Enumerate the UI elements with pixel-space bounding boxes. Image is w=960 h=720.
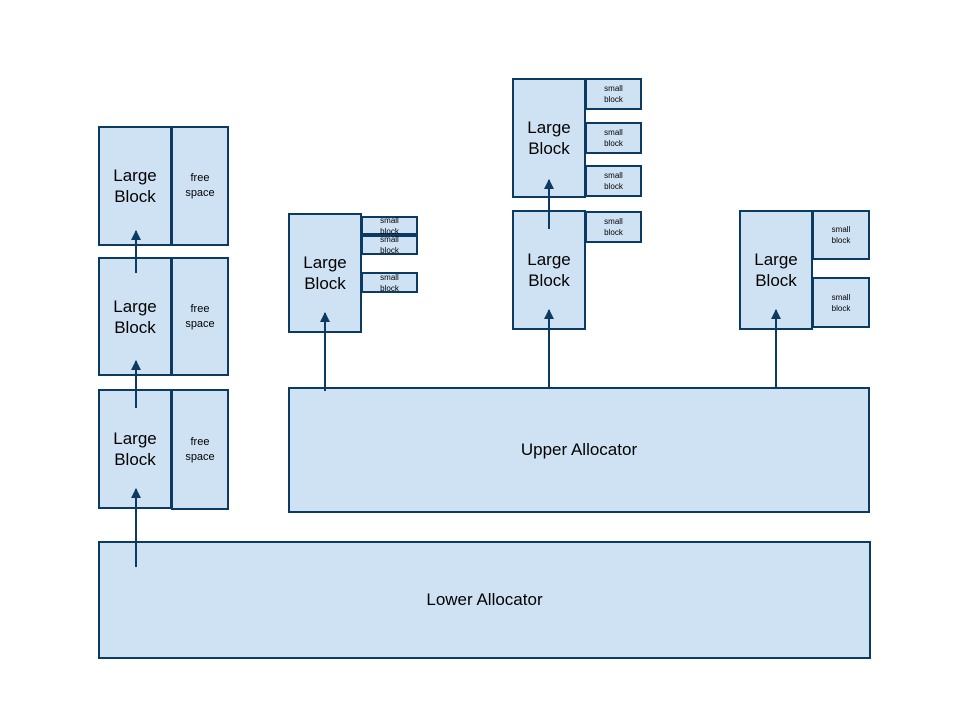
small-block: small block	[361, 216, 418, 236]
free-space: free space	[171, 389, 229, 510]
small-block: small block	[585, 211, 642, 243]
large-block: Large Block	[739, 210, 813, 330]
upper-allocator: Upper Allocator	[288, 387, 870, 513]
large-block: Large Block	[98, 126, 172, 246]
small-block: small block	[812, 277, 870, 328]
large-block: Large Block	[512, 78, 586, 198]
small-block: small block	[361, 272, 418, 293]
small-block: small block	[812, 210, 870, 260]
small-block: small block	[585, 78, 642, 110]
large-block: Large Block	[512, 210, 586, 330]
large-block: Large Block	[98, 257, 172, 376]
lower-allocator: Lower Allocator	[98, 541, 871, 659]
free-space: free space	[171, 126, 229, 246]
large-block: Large Block	[98, 389, 172, 509]
small-block: small block	[585, 122, 642, 154]
small-block: small block	[361, 235, 418, 255]
small-block: small block	[585, 165, 642, 197]
large-block: Large Block	[288, 213, 362, 333]
free-space: free space	[171, 257, 229, 376]
